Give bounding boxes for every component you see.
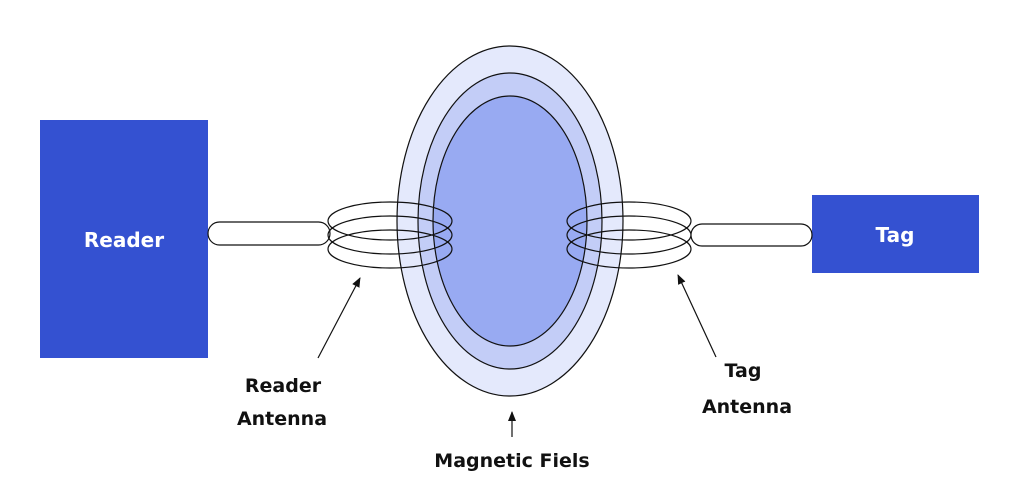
- magnetic-field-inner: [432, 95, 588, 347]
- reader-label: Reader: [84, 228, 164, 252]
- magnetic-field-label: Magnetic Fiels: [434, 450, 589, 472]
- tag-box: [812, 195, 979, 273]
- reader-box: [40, 120, 208, 358]
- reader-antenna-label-line1: Reader: [245, 375, 322, 397]
- reader-connector: [207, 221, 331, 246]
- tag-label: Tag: [876, 223, 915, 247]
- tag-antenna-label-line1: Tag: [725, 360, 762, 382]
- reader-antenna-label-line2: Antenna: [237, 408, 327, 430]
- reader-antenna-coil: [327, 201, 453, 269]
- tag-antenna-arrow: [677, 274, 717, 358]
- tag-antenna-label-line2: Antenna: [702, 396, 792, 418]
- reader-antenna-arrow: [317, 277, 361, 359]
- tag-connector: [690, 223, 813, 247]
